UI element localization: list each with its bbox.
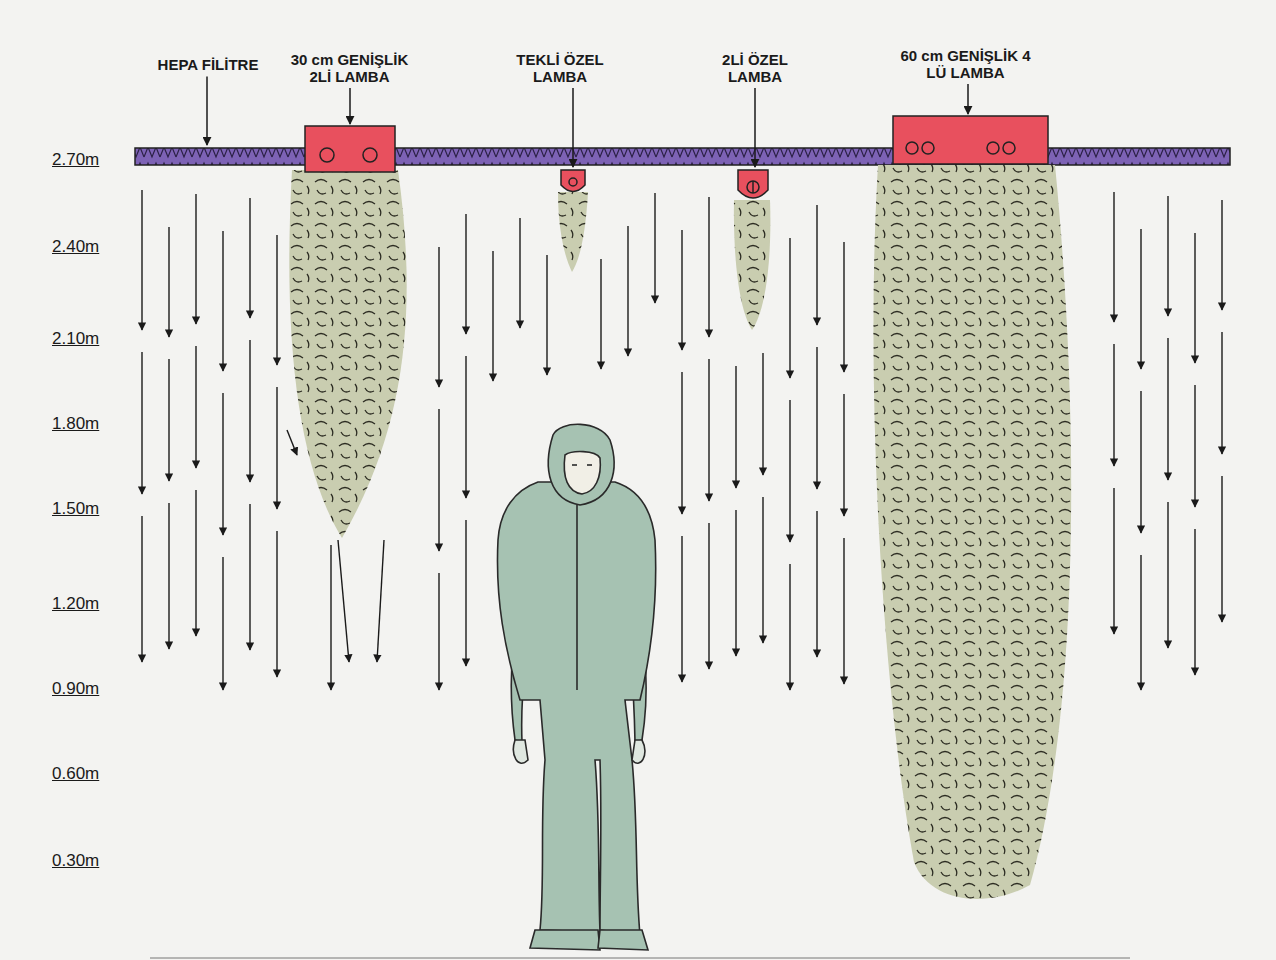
height-label: 1.80m (52, 414, 99, 434)
height-label: 1.20m (52, 594, 99, 614)
airflow-arrow (843, 242, 844, 372)
component-label: 30 cm GENİŞLİK 2Lİ LAMBA (282, 52, 417, 85)
height-label: 0.30m (52, 851, 99, 871)
airflow-arrow (519, 218, 520, 328)
leader-arrow (967, 84, 969, 114)
component-label: HEPA FİLİTRE (133, 57, 283, 74)
airflow-arrow (816, 347, 817, 489)
airflow-arrow (276, 235, 277, 365)
airflow-arrow (1140, 555, 1141, 690)
leader-arrow (572, 88, 574, 167)
airflow-arrow (249, 340, 250, 482)
airflow-arrow (465, 520, 466, 666)
airflow-arrow (681, 372, 682, 514)
airflow-arrow (195, 194, 196, 324)
airflow-arrow (465, 214, 466, 334)
airflow-arrow (438, 409, 439, 551)
airflow-arrow (681, 230, 682, 350)
airflow-arrow (195, 346, 196, 468)
airflow-arrow (1221, 200, 1222, 310)
airflow-arrow (1113, 344, 1114, 466)
airflow-arrow (222, 557, 223, 690)
airflow-arrow (708, 197, 709, 337)
airflow-arrow (1194, 385, 1195, 507)
airflow-arrow (330, 545, 331, 690)
airflow-arrow (222, 231, 223, 371)
airflow-arrow (1167, 196, 1168, 316)
airflow-arrow (438, 573, 439, 690)
component-label: 2Lİ ÖZEL LAMBA (705, 52, 805, 85)
airflow-arrow (338, 540, 349, 662)
leader-arrow (206, 77, 208, 146)
floor-line (150, 958, 1130, 959)
airflow-arrow (843, 394, 844, 516)
airflow-arrow (168, 503, 169, 649)
airflow-arrow (168, 359, 169, 481)
airflow-arrow (377, 540, 384, 662)
airflow-arrow (287, 430, 297, 455)
airflow-arrow (762, 497, 763, 643)
cleanroom-worker (497, 424, 655, 950)
airflow-arrow (438, 247, 439, 387)
airflow-arrow (816, 511, 817, 657)
hepa-band (135, 148, 1230, 165)
height-label: 1.50m (52, 499, 99, 519)
airflow-arrow (708, 523, 709, 669)
height-label: 2.10m (52, 329, 99, 349)
airflow-arrow (465, 356, 466, 498)
airflow-arrow (168, 227, 169, 337)
airflow-arrow (1113, 192, 1114, 322)
airflow-arrow (141, 516, 142, 662)
leader-arrow (349, 88, 351, 124)
leader-arrow (754, 88, 756, 167)
airflow-arrow (222, 393, 223, 535)
airflow-arrow (600, 259, 601, 369)
airflow-arrow (654, 193, 655, 303)
airflow-arrow (1167, 338, 1168, 480)
airflow-arrow (1140, 391, 1141, 533)
airflow-arrow (789, 238, 790, 378)
airflow-arrow (843, 538, 844, 684)
airflow-arrow (1113, 488, 1114, 634)
airflow-arrow (1140, 229, 1141, 369)
height-label: 0.60m (52, 764, 99, 784)
airflow-arrow (735, 510, 736, 656)
airflow-arrow (708, 359, 709, 501)
airflow-arrow (1194, 529, 1195, 675)
airflow-arrow (1194, 233, 1195, 363)
airflow-arrow (141, 352, 142, 494)
airflow-arrow (276, 387, 277, 509)
airflow-arrow (816, 205, 817, 325)
airflow-arrow (627, 226, 628, 356)
airflow-arrow (141, 190, 142, 330)
airflow-arrow (789, 400, 790, 542)
airflow-arrow (276, 531, 277, 677)
airflow-arrows (142, 190, 1222, 690)
airflow-arrow (249, 198, 250, 318)
airflow-arrow (681, 536, 682, 682)
component-label: 60 cm GENİŞLİK 4 LÜ LAMBA (898, 48, 1033, 81)
airflow-arrow (492, 251, 493, 381)
airflow-arrow (762, 353, 763, 475)
turbulence-plumes (289, 165, 1071, 899)
height-label: 0.90m (52, 679, 99, 699)
component-label: TEKLİ ÖZEL LAMBA (505, 52, 615, 85)
leader-arrows (207, 77, 968, 168)
airflow-arrow (546, 255, 547, 375)
airflow-arrow (789, 564, 790, 690)
airflow-arrow (1221, 476, 1222, 622)
airflow-arrow (249, 504, 250, 650)
airflow-arrow (1221, 332, 1222, 454)
airflow-arrow (735, 366, 736, 488)
airflow-arrow (1167, 502, 1168, 648)
airflow-arrow (195, 490, 196, 636)
height-label: 2.70m (52, 150, 99, 170)
lamp-fixtures (305, 116, 1048, 198)
height-label: 2.40m (52, 237, 99, 257)
